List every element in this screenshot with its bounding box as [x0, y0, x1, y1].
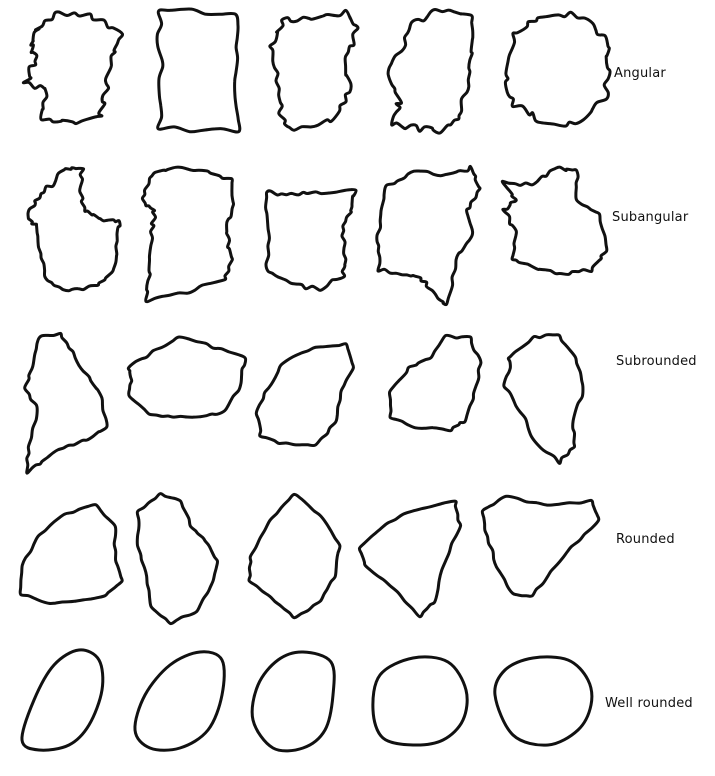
grain-outline-rounded-2 — [137, 494, 217, 624]
grain-outline-subrounded-5 — [504, 335, 583, 464]
grain-outline-well-rounded-2 — [135, 652, 224, 750]
grain-outline-angular-2 — [157, 9, 240, 132]
grain-outline-subangular-5 — [502, 167, 607, 274]
grain-outline-angular-1 — [23, 12, 122, 124]
grain-outline-angular-5 — [505, 12, 610, 126]
grain-outline-angular-3 — [270, 10, 358, 130]
row-label-well-rounded: Well rounded — [605, 696, 693, 711]
grain-outline-well-rounded-1 — [22, 650, 103, 750]
grain-outline-rounded-4 — [359, 501, 460, 617]
grain-outline-subrounded-2 — [128, 337, 245, 417]
grain-outline-subangular-1 — [28, 168, 120, 291]
row-label-subangular: Subangular — [612, 210, 688, 225]
grain-outline-well-rounded-4 — [373, 657, 467, 745]
grain-outline-subrounded-1 — [25, 333, 107, 473]
grain-outline-angular-4 — [388, 10, 473, 134]
grain-outline-rounded-5 — [482, 496, 599, 596]
grain-outline-subangular-3 — [266, 190, 356, 291]
grain-outline-well-rounded-5 — [495, 657, 592, 745]
grain-outline-well-rounded-3 — [252, 652, 334, 751]
row-label-rounded: Rounded — [616, 532, 675, 547]
row-label-subrounded: Subrounded — [616, 354, 697, 369]
row-label-angular: Angular — [614, 66, 666, 81]
grain-outline-subrounded-3 — [256, 344, 353, 446]
grain-outline-rounded-3 — [249, 494, 340, 617]
grain-outline-rounded-1 — [20, 505, 122, 604]
grain-outline-subangular-4 — [377, 166, 480, 304]
grain-outline-subrounded-4 — [389, 335, 480, 430]
grain-outline-subangular-2 — [142, 167, 233, 302]
